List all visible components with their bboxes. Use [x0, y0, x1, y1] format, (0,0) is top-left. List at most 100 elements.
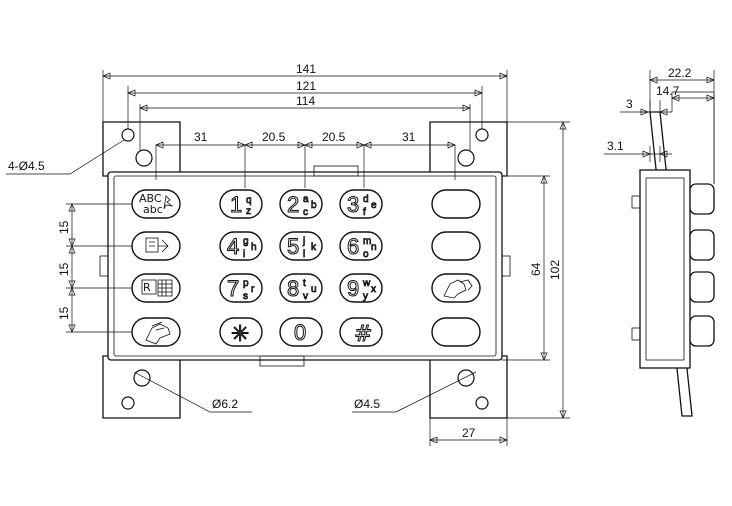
key-zero — [279, 317, 323, 347]
side-button-1 — [689, 183, 715, 215]
callout-mounting-holes: 4-Ø4.5 — [8, 159, 45, 173]
side-base — [639, 169, 691, 369]
left-tab — [99, 255, 109, 277]
key-8 — [279, 273, 323, 303]
right-tab — [501, 255, 511, 277]
front-dimensions: 141 121 114 31 20.5 20.5 31 15 15 15 — [6, 62, 570, 446]
hole-bottom-left-large — [133, 369, 151, 387]
key-star-symbol: ✳ — [231, 322, 249, 347]
key-2-top: a — [303, 194, 309, 205]
dim-inner-height: 64 — [529, 262, 543, 276]
key-right-2 — [431, 231, 481, 261]
key-7-digit: 7 — [227, 276, 239, 301]
key-9 — [339, 273, 383, 303]
key-7 — [219, 273, 263, 303]
hole-bottom-left-small — [121, 396, 135, 410]
key-7-bot: s — [243, 291, 248, 302]
key-7-mid: r — [251, 284, 255, 295]
key-8-top: t — [303, 278, 306, 289]
svg-text:R: R — [143, 281, 151, 294]
side-view: 22.2 14.7 3 3.1 — [604, 66, 715, 417]
hole-top-right-large — [457, 149, 475, 167]
key-6-digit: 6 — [347, 234, 359, 259]
key-labels: 1 q z 2 a b c 3 d e f 4 g h i 5 j k l 6 … — [227, 192, 378, 348]
key-8-bot: v — [303, 291, 308, 302]
side-button-2 — [689, 229, 715, 261]
abc-key-icon: ABC abc — [139, 192, 174, 216]
dim-row-pitch-1: 15 — [57, 220, 71, 234]
top-clip — [313, 165, 359, 177]
bracket-top-right — [429, 121, 508, 177]
key-7-top: p — [243, 278, 249, 289]
key-3-top: d — [363, 194, 369, 205]
dim-plate-thickness: 3 — [626, 97, 633, 111]
key-9-mid: x — [371, 284, 376, 295]
hand-card-right-icon — [443, 279, 473, 299]
side-pin-2 — [631, 327, 641, 341]
transfer-key-icon — [145, 237, 169, 253]
dim-row-pitch-2: 15 — [57, 262, 71, 276]
callout-small-hole: Ø4.5 — [354, 397, 380, 411]
key-9-top: w — [362, 278, 371, 289]
key-6 — [339, 231, 383, 261]
key-hash-symbol: # — [354, 322, 372, 347]
key-4-top: g — [243, 236, 249, 247]
key-9-bot: y — [363, 291, 368, 302]
key-5-bot: l — [303, 249, 305, 260]
dim-inner-span: 114 — [296, 94, 315, 108]
key-func-4 — [131, 317, 181, 347]
key-1 — [219, 189, 263, 219]
dim-left-gap: 31 — [194, 130, 208, 144]
dim-base-thickness: 3.1 — [607, 139, 624, 153]
side-pin-1 — [631, 195, 641, 209]
dim-col-pitch-right: 20.5 — [322, 130, 346, 144]
side-button-3 — [689, 271, 715, 303]
front-view: ABC abc R — [6, 62, 570, 446]
bracket-top-left — [102, 121, 181, 177]
dim-button-depth: 14.7 — [656, 84, 680, 98]
bracket-bottom-right — [429, 355, 508, 419]
dim-hole-span: 121 — [296, 79, 316, 93]
dim-row-pitch-3: 15 — [57, 306, 71, 320]
hand-card-key-icon — [145, 321, 171, 345]
key-8-digit: 8 — [287, 276, 299, 301]
key-right-3 — [431, 273, 481, 303]
key-9-digit: 9 — [347, 276, 359, 301]
bottom-clip — [259, 355, 305, 367]
key-2-mid: b — [311, 200, 317, 211]
key-4-bot: i — [243, 249, 245, 260]
dim-right-gap: 31 — [402, 130, 416, 144]
receipt-key-icon: R — [141, 279, 173, 297]
key-4-mid: h — [251, 242, 257, 253]
side-inner — [645, 177, 685, 361]
key-5-mid: k — [311, 242, 317, 253]
svg-text:abc: abc — [143, 203, 163, 216]
key-3-digit: 3 — [347, 192, 359, 217]
dim-col-pitch-left: 20.5 — [262, 130, 286, 144]
key-star — [219, 317, 263, 347]
key-right-4 — [431, 317, 481, 347]
key-hash — [339, 317, 383, 347]
key-5-digit: 5 — [287, 234, 299, 259]
key-6-bot: o — [363, 249, 369, 260]
key-8-mid: u — [311, 284, 317, 295]
key-3 — [339, 189, 383, 219]
key-4-digit: 4 — [227, 234, 239, 259]
dim-overall-depth: 22.2 — [668, 66, 692, 80]
hole-bottom-right-large — [457, 369, 475, 387]
dim-overall-height: 102 — [548, 260, 562, 280]
dim-overall-width: 141 — [296, 62, 316, 76]
svg-text:ABC: ABC — [139, 192, 162, 205]
key-1-top: q — [246, 195, 252, 206]
bracket-bottom-left — [102, 355, 181, 419]
key-1-digit: 1 — [230, 192, 242, 217]
key-right-1 — [431, 189, 481, 219]
key-2 — [279, 189, 323, 219]
key-5-top: j — [302, 236, 305, 247]
key-4 — [219, 231, 263, 261]
key-3-mid: e — [371, 200, 377, 211]
key-2-digit: 2 — [287, 192, 299, 217]
key-2-bot: c — [303, 207, 308, 218]
key-5 — [279, 231, 323, 261]
key-zero-digit: 0 — [294, 320, 306, 345]
